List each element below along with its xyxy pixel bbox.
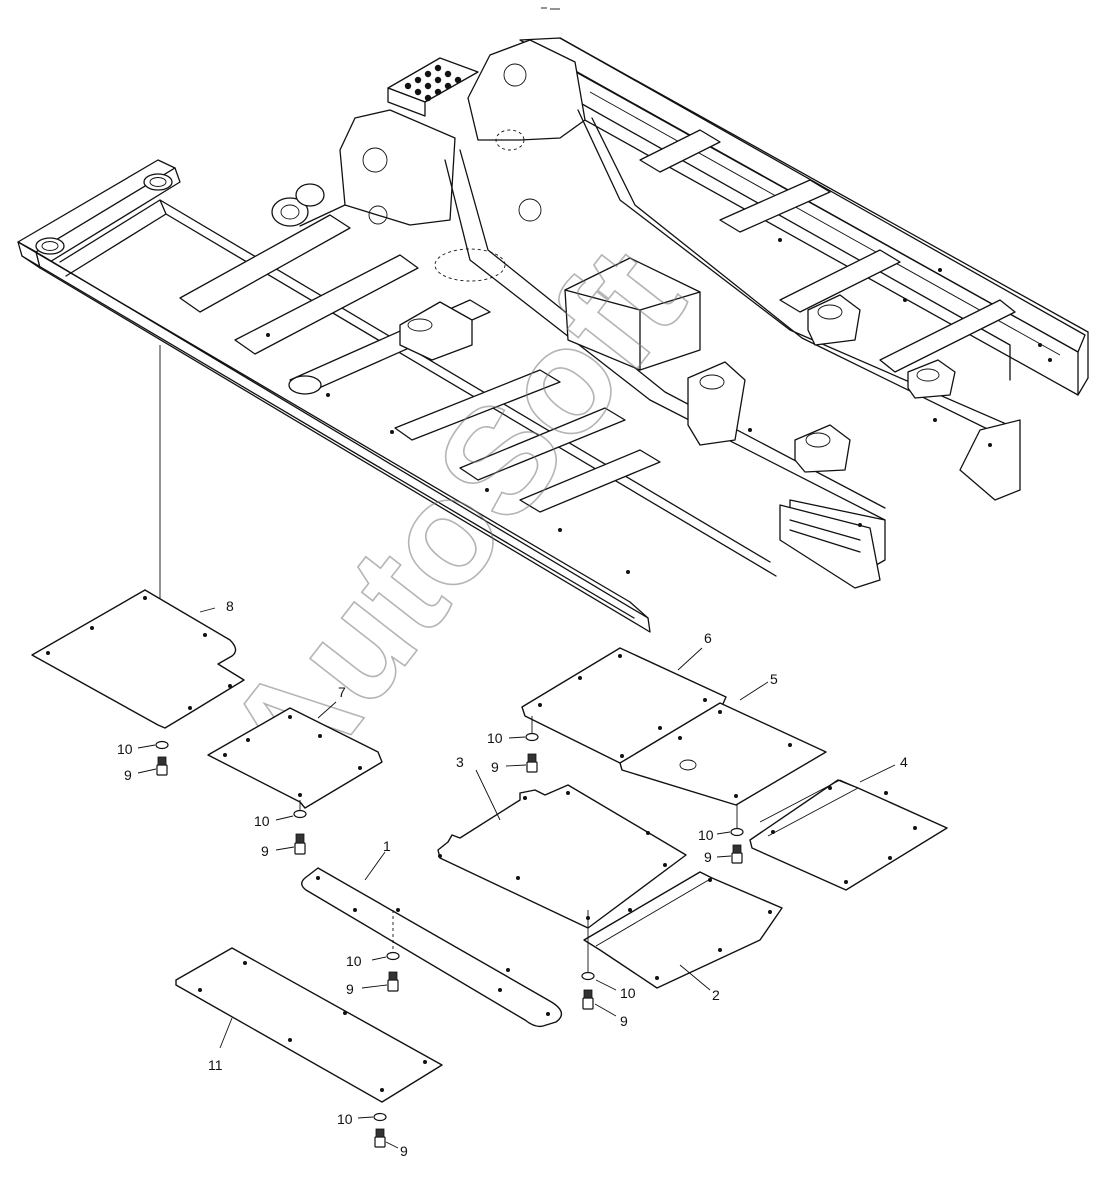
boom-mount-plates	[271, 39, 586, 227]
mount-bosses	[288, 294, 956, 473]
cross-members	[179, 129, 1016, 513]
callout-10-a: 10	[117, 741, 133, 757]
step-grate	[387, 57, 479, 117]
plate-11	[175, 947, 443, 1103]
fastener-set-d	[716, 827, 744, 864]
callout-6: 6	[704, 630, 712, 646]
upper-frame-assembly	[17, 37, 1089, 725]
callout-10-b: 10	[254, 813, 270, 829]
callout-11: 11	[208, 1057, 223, 1073]
callout-10-e: 10	[346, 953, 362, 969]
callout-9-g: 9	[400, 1143, 408, 1159]
callout-7: 7	[338, 684, 346, 700]
callout-5: 5	[770, 671, 778, 687]
callout-2: 2	[712, 987, 720, 1003]
callout-9-e: 9	[346, 981, 354, 997]
fastener-set-f	[581, 910, 617, 1017]
fastener-set-g	[357, 1112, 399, 1149]
callout-10-g: 10	[337, 1111, 353, 1127]
callout-9-a: 9	[124, 767, 132, 783]
fastener-set-b	[275, 809, 307, 855]
callout-8: 8	[226, 598, 234, 614]
callout-9-c: 9	[491, 759, 499, 775]
callout-1: 1	[383, 838, 391, 854]
callout-9-f: 9	[620, 1013, 628, 1029]
left-side-rail	[17, 159, 651, 633]
top-mark	[541, 7, 560, 10]
frame-holes	[266, 238, 1052, 574]
rear-support	[779, 504, 881, 589]
fastener-set-a	[137, 740, 169, 776]
fastener-set-c	[505, 732, 539, 773]
plate-2	[583, 871, 783, 991]
center-box	[434, 129, 701, 371]
fastener-set-e	[361, 910, 400, 992]
callout-9-d: 9	[704, 849, 712, 865]
plate-5	[619, 681, 827, 806]
callout-10-f: 10	[620, 985, 636, 1001]
callout-10-c: 10	[487, 730, 503, 746]
plate-8	[31, 589, 245, 729]
callout-4: 4	[900, 754, 908, 770]
plate-1	[301, 851, 563, 1028]
plate-4	[749, 764, 948, 891]
callout-3: 3	[456, 754, 464, 770]
callout-10-d: 10	[698, 827, 714, 843]
callout-9-b: 9	[261, 843, 269, 859]
